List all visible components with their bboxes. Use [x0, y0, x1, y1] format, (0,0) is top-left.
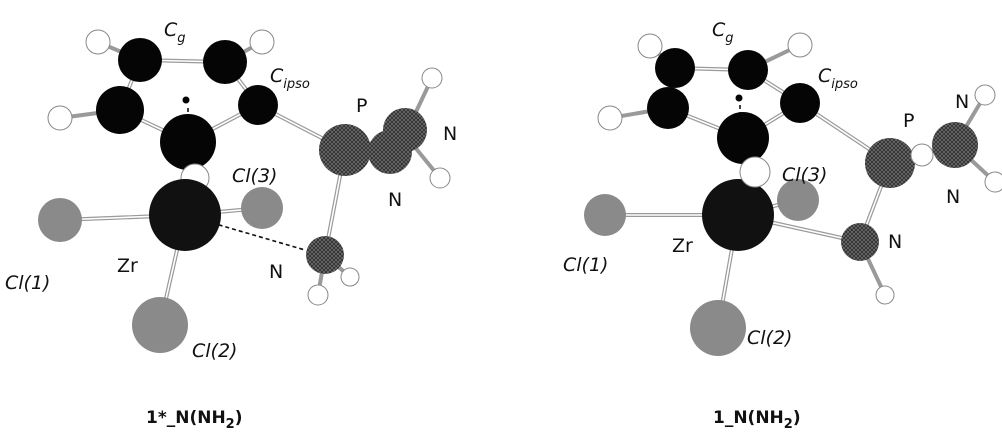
chlorine-atom-2 — [690, 300, 746, 356]
nitrogen-atom — [383, 108, 427, 152]
label-cipso: Cipso — [818, 65, 858, 92]
caption-left: 1*_N(NH2) — [146, 408, 243, 432]
carbon-atom — [647, 87, 689, 129]
label-cl1: Cl(1) — [563, 254, 608, 276]
chlorine-atom-2 — [132, 297, 188, 353]
carbon-atom — [96, 86, 144, 134]
hydrogen-atom — [984, 171, 1002, 193]
hydrogen-atom — [875, 285, 895, 305]
hydrogen-atom — [249, 29, 275, 55]
phosphorus-atom — [319, 124, 371, 176]
chlorine-atom-3 — [777, 179, 819, 221]
label-cipso: Cipso — [270, 65, 310, 92]
carbon-atom — [728, 50, 768, 90]
carbon-atom — [780, 83, 820, 123]
carbon-atom — [118, 38, 162, 82]
hydrogen-atom — [340, 267, 360, 287]
carbon-atom — [203, 40, 247, 84]
nitrogen-atom — [932, 122, 978, 168]
carbon-atom — [238, 85, 278, 125]
phosphorus-atom — [865, 138, 915, 188]
label-n-mid: N — [946, 186, 960, 208]
centroid-dot — [735, 94, 743, 102]
carbon-atom — [160, 114, 216, 170]
label-n-bottom: N — [888, 231, 902, 253]
label-cg: Cg — [164, 19, 186, 46]
structure-right: Cg Cipso P N N N Cl(3) Zr Cl(1) Cl(2) 1_… — [563, 19, 1002, 432]
label-zr: Zr — [117, 255, 138, 277]
label-zr: Zr — [672, 235, 693, 257]
chlorine-atom-1 — [584, 194, 626, 236]
label-n-bottom: N — [269, 261, 283, 283]
structure-left: Cg Cipso P N N N Cl(3) Zr Cl(1) Cl(2) 1*… — [5, 19, 457, 432]
label-cl3: Cl(3) — [782, 164, 827, 186]
label-cg: Cg — [712, 19, 734, 46]
hydrogen-atom — [739, 156, 771, 188]
hydrogen-atom — [429, 167, 451, 189]
chlorine-atom-3 — [241, 187, 283, 229]
zirconium-atom — [149, 179, 221, 251]
hydrogen-atom — [421, 67, 443, 89]
zirconium-atom — [702, 179, 774, 251]
label-n-top: N — [443, 123, 457, 145]
label-cl2: Cl(2) — [747, 327, 792, 349]
label-cl3: Cl(3) — [232, 165, 277, 187]
label-cl1: Cl(1) — [5, 272, 50, 294]
hydrogen-atom — [307, 284, 329, 306]
chlorine-atom-1 — [38, 198, 82, 242]
hydrogen-atom — [637, 33, 663, 59]
centroid-dot — [182, 96, 190, 104]
hydrogen-atom — [910, 143, 934, 167]
hydrogen-atom — [47, 105, 73, 131]
hydrogen-atom — [787, 32, 813, 58]
carbon-atom — [655, 48, 695, 88]
nitrogen-atom — [841, 223, 879, 261]
label-n-top: N — [955, 91, 969, 113]
label-p: P — [903, 110, 914, 132]
label-cl2: Cl(2) — [192, 340, 237, 362]
caption-right: 1_N(NH2) — [713, 408, 801, 432]
label-n-mid: N — [388, 189, 402, 211]
hydrogen-atom — [597, 105, 623, 131]
label-p: P — [356, 95, 367, 117]
hydrogen-atom — [85, 29, 111, 55]
hydrogen-atom — [974, 84, 996, 106]
nitrogen-atom — [306, 236, 344, 274]
carbon-atom — [717, 112, 769, 164]
